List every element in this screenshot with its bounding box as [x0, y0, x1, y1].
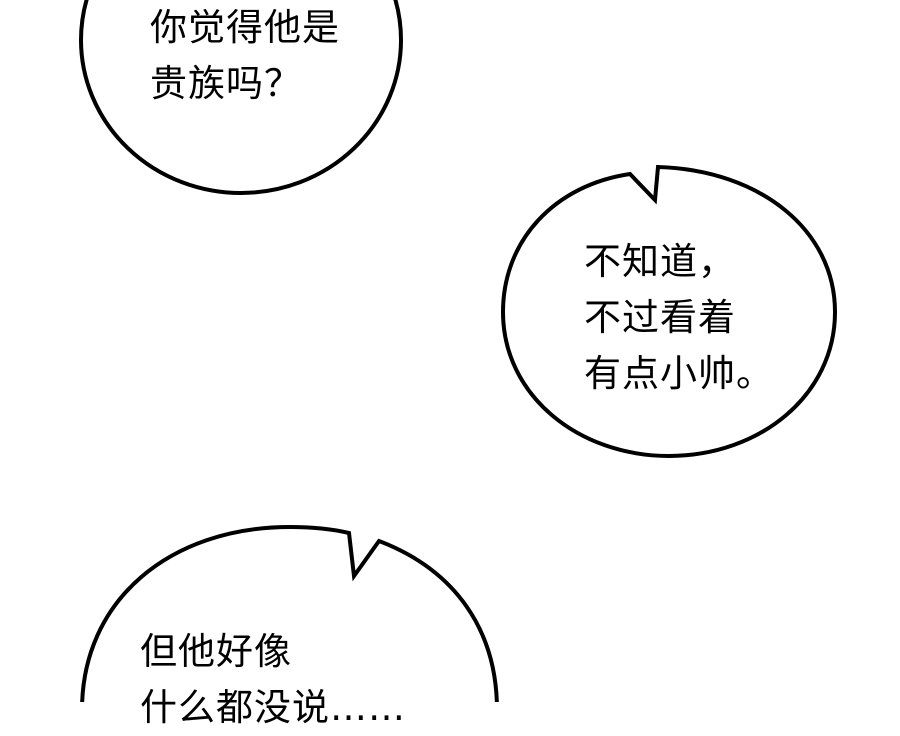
- bubble-2-text: 不知道， 不过看着 有点小帅。: [584, 234, 774, 402]
- bubble-2-line-3: 有点小帅。: [584, 352, 774, 395]
- bubble-3-text: 但他好像 什么都没说……: [140, 624, 406, 736]
- speech-bubble-1: [79, 0, 403, 195]
- bubble-1-line-1: 你觉得他是: [150, 6, 340, 49]
- speech-bubbles-layer: [79, 0, 838, 702]
- bubble-3-line-1: 但他好像: [140, 630, 292, 673]
- speech-bubble-3: [80, 524, 499, 702]
- bubble-2-line-1: 不知道，: [584, 240, 736, 283]
- bubble-2-line-2: 不过看着: [584, 296, 736, 339]
- bubble-3-line-2: 什么都没说……: [140, 686, 406, 729]
- bubble-1-line-2: 贵族吗？: [150, 62, 302, 105]
- bubble-1-text: 你觉得他是 贵族吗？: [150, 0, 340, 112]
- speech-bubble-2: [500, 164, 838, 459]
